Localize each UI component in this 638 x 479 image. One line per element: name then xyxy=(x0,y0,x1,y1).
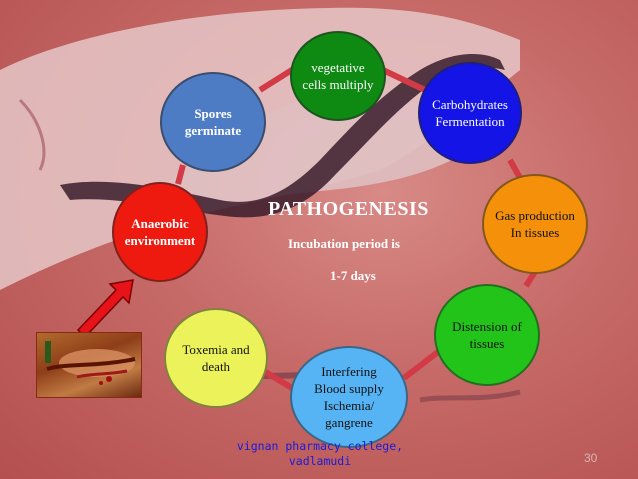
node-label: Interfering Blood supply Ischemia/ gangr… xyxy=(314,364,384,430)
node-vegetative-cells-multiply: vegetative cells multiply xyxy=(290,31,386,121)
node-label: Anaerobic environment xyxy=(124,216,196,248)
node-label: Gas production In tissues xyxy=(495,208,575,240)
node-toxemia-and-death: Toxemia and death xyxy=(164,308,268,408)
node-spores-germinate: Spores germinate xyxy=(160,72,266,172)
page-number: 30 xyxy=(584,451,598,465)
node-gas-production: Gas production In tissues xyxy=(482,174,588,274)
node-distension-of-tissues: Distension of tissues xyxy=(434,284,540,386)
gangrene-photo xyxy=(36,332,142,398)
node-label: vegetative cells multiply xyxy=(302,60,374,92)
connector-distension-interfering xyxy=(402,349,440,381)
wound-image-icon xyxy=(45,341,136,385)
connector-interfering-toxemia xyxy=(260,367,294,391)
red-arrow-icon xyxy=(76,279,134,339)
connector-carbohydrates-gas xyxy=(507,158,523,180)
node-label: Toxemia and death xyxy=(182,342,250,374)
footer-credit: vignan pharmacy college, vadlamudi xyxy=(232,439,408,469)
node-label: Spores germinate xyxy=(184,106,242,138)
node-label: Carbohydrates Fermentation xyxy=(432,97,508,129)
node-interfering-blood-supply: Interfering Blood supply Ischemia/ gangr… xyxy=(290,346,408,448)
footer-line-2: vadlamudi xyxy=(288,454,352,468)
connector-anaerobic-spores xyxy=(175,164,186,185)
slide-title: PATHOGENESIS xyxy=(268,198,429,220)
connector-spores-vegetative xyxy=(258,65,297,93)
incubation-days: 1-7 days xyxy=(330,268,376,283)
incubation-text: Incubation period is xyxy=(288,236,400,251)
node-label: Distension of tissues xyxy=(452,319,522,351)
footer-line-1: vignan pharmacy college, xyxy=(236,439,404,453)
connector-vegetative-carbohydrates xyxy=(381,67,427,93)
node-anaerobic-environment: Anaerobic environment xyxy=(112,182,208,282)
node-carbohydrates-fermentation: Carbohydrates Fermentation xyxy=(418,62,522,164)
